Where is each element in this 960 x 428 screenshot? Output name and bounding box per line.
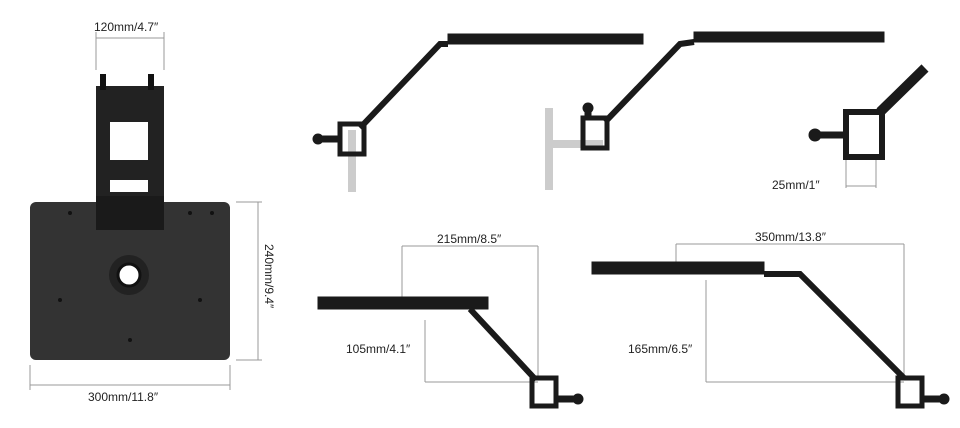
- top-view-mount: [30, 74, 230, 360]
- side-views: [312, 31, 950, 409]
- plate-height-label: 240mm/9.4″: [262, 244, 276, 309]
- short-drop-label: 105mm/4.1″: [346, 342, 411, 356]
- long-reach-label: 350mm/13.8″: [755, 230, 826, 244]
- long-drop-label: 165mm/6.5″: [628, 342, 693, 356]
- short-reach-label: 215mm/8.5″: [437, 232, 502, 246]
- clamp-width-label: 120mm/4.7″: [94, 20, 159, 34]
- plate-width-label: 300mm/11.8″: [88, 390, 159, 404]
- clamp-opening-label: 25mm/1″: [772, 178, 820, 192]
- dimension-lines: [29, 32, 905, 390]
- desk-edges: [348, 108, 603, 192]
